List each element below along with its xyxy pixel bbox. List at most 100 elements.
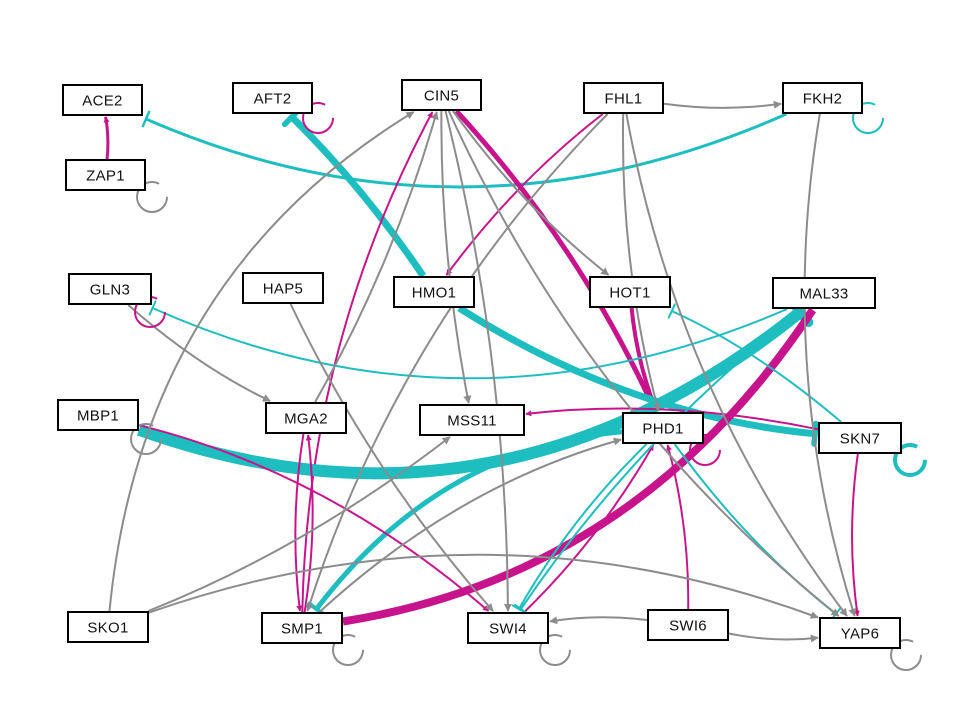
inhibition-bar-ace2 <box>141 110 151 128</box>
node-label-mbp1: MBP1 <box>77 408 119 425</box>
node-mbp1: MBP1 <box>57 399 139 431</box>
self-loop-smp1 <box>332 634 364 666</box>
node-hmo1: HMO1 <box>393 276 475 308</box>
inhibition-bar-hot1 <box>667 303 676 319</box>
edge-swi4-to-phd1 <box>523 444 655 613</box>
node-label-skn7: SKN7 <box>840 431 880 448</box>
node-gln3: GLN3 <box>68 273 152 305</box>
edge-swi6-to-phd1 <box>666 444 690 610</box>
edge-cin5-to-phd1 <box>454 109 658 413</box>
node-box-zap1 <box>65 159 146 191</box>
edge-skn7-to-mss11 <box>525 407 819 431</box>
node-label-cin5: CIN5 <box>424 88 459 105</box>
node-label-mal33: MAL33 <box>799 286 848 303</box>
node-label-aft2: AFT2 <box>254 91 292 108</box>
edge-fkh2-to-yap6 <box>803 113 857 617</box>
edge-smp1-to-phd1 <box>318 437 622 613</box>
node-zap1: ZAP1 <box>65 159 146 191</box>
node-fhl1: FHL1 <box>583 82 664 114</box>
node-hot1: HOT1 <box>589 276 671 308</box>
self-loop-swi4 <box>539 634 571 666</box>
node-ace2: ACE2 <box>62 84 143 116</box>
edge-hmo1-to-aft2 <box>289 114 427 278</box>
edge-sko1-to-mss11 <box>147 436 451 612</box>
node-smp1: SMP1 <box>261 612 343 644</box>
inhibition-bar-swi4 <box>514 603 528 615</box>
node-box-fhl1 <box>583 82 664 114</box>
node-box-smp1 <box>261 612 343 644</box>
edge-cin5-to-mss11 <box>440 110 472 404</box>
edge-zap1-to-ace2 <box>103 116 110 160</box>
edge-smp1-to-cin5 <box>301 111 434 613</box>
node-label-sko1: SKO1 <box>87 620 128 637</box>
edge-mbp1-to-swi4 <box>138 424 490 612</box>
edge-mal33-to-swi4 <box>520 308 804 610</box>
edge-sko1-to-yap6 <box>148 553 819 619</box>
edge-fkh2-to-ace2 <box>145 112 788 189</box>
node-box-mbp1 <box>57 399 139 431</box>
node-label-fkh2: FKH2 <box>803 91 843 108</box>
node-label-swi4: SWI4 <box>489 621 527 638</box>
node-box-swi6 <box>647 609 729 641</box>
node-box-sko1 <box>67 611 149 643</box>
self-loop-fkh2 <box>852 102 884 134</box>
node-label-gln3: GLN3 <box>90 282 130 299</box>
node-label-fhl1: FHL1 <box>605 91 643 108</box>
node-box-ace2 <box>62 84 143 116</box>
node-label-hmo1: HMO1 <box>412 285 457 302</box>
inhibition-bar-gln3 <box>148 300 157 316</box>
edge-cin5-to-hot1 <box>452 110 610 276</box>
edge-cin5-to-yap6 <box>447 110 840 617</box>
edge-phd1-to-yap6 <box>673 443 837 615</box>
node-box-mss11 <box>419 404 525 436</box>
edge-sko1-to-cin5 <box>108 111 415 612</box>
node-box-yap6 <box>819 617 901 649</box>
node-label-mss11: MSS11 <box>447 413 497 430</box>
node-box-swi4 <box>467 612 549 644</box>
node-label-smp1: SMP1 <box>281 621 323 638</box>
node-box-mal33 <box>772 277 876 309</box>
edge-phd1-to-swi4 <box>518 443 648 610</box>
edge-fhl1-to-smp1 <box>305 113 609 612</box>
node-box-hmo1 <box>393 276 475 308</box>
node-label-ace2: ACE2 <box>82 93 122 110</box>
edge-mga2-to-cin5 <box>314 111 439 403</box>
edge-hap5-to-swi4 <box>289 303 494 612</box>
node-sko1: SKO1 <box>67 611 149 643</box>
edge-fhl1-to-fkh2 <box>663 100 782 109</box>
node-cin5: CIN5 <box>401 79 482 111</box>
edge-mga2-to-smp1 <box>294 433 305 612</box>
edges-layer <box>103 100 860 643</box>
node-mga2: MGA2 <box>265 402 347 434</box>
edge-gln3-to-mga2 <box>127 304 271 402</box>
node-skn7: SKN7 <box>818 422 902 454</box>
node-box-hot1 <box>589 276 671 308</box>
self-loop-zap1 <box>136 181 168 213</box>
edge-swi6-to-swi4 <box>549 616 648 625</box>
edge-fhl1-to-phd1 <box>621 113 661 412</box>
node-label-hap5: HAP5 <box>263 281 303 298</box>
node-box-cin5 <box>401 79 482 111</box>
node-fkh2: FKH2 <box>782 82 863 114</box>
self-loop-phd1 <box>689 434 721 466</box>
edge-fhl1-to-hmo1 <box>445 113 604 276</box>
self-loop-aft2 <box>302 102 334 134</box>
node-label-yap6: YAP6 <box>841 626 879 643</box>
node-swi6: SWI6 <box>647 609 729 641</box>
node-box-skn7 <box>818 422 902 454</box>
node-label-swi6: SWI6 <box>669 618 707 635</box>
node-label-phd1: PHD1 <box>642 421 683 438</box>
edge-phd1-to-smp1 <box>314 429 623 611</box>
self-loop-mbp1 <box>130 423 162 455</box>
node-box-phd1 <box>622 412 704 444</box>
node-label-mga2: MGA2 <box>284 411 328 428</box>
node-aft2: AFT2 <box>232 82 313 114</box>
edge-swi6-to-yap6 <box>728 632 819 643</box>
edge-smp1-to-mal33 <box>342 307 817 626</box>
node-box-fkh2 <box>782 82 863 114</box>
node-hap5: HAP5 <box>242 272 324 304</box>
self-loop-skn7 <box>893 443 927 477</box>
edge-cin5-to-swi4 <box>444 110 512 612</box>
